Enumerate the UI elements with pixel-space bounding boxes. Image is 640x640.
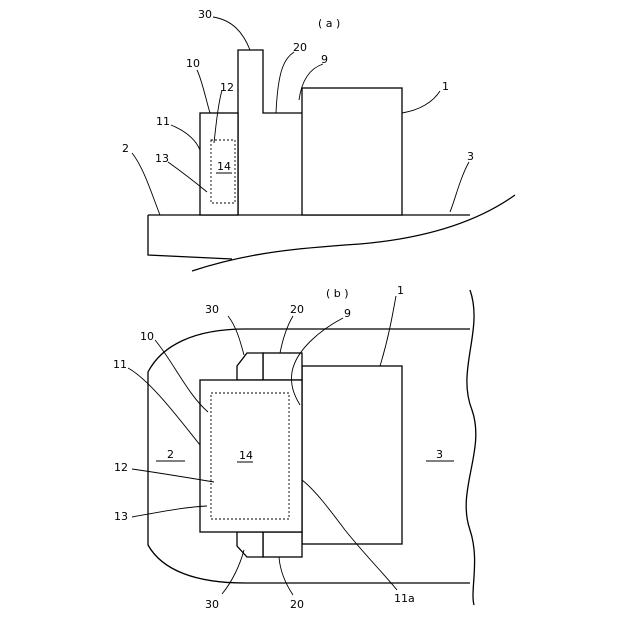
member-30-top — [237, 353, 263, 380]
label-13: 13 — [155, 152, 169, 165]
label-30-top: 30 — [205, 303, 219, 316]
leader-13 — [132, 506, 207, 517]
label-11a: 11a — [394, 592, 415, 605]
label-3: 3 — [467, 150, 474, 163]
leader-20-bottom — [279, 557, 293, 595]
label-20: 20 — [293, 41, 307, 54]
label-12: 12 — [114, 461, 128, 474]
base-plate — [148, 215, 232, 259]
label-12: 12 — [220, 81, 234, 94]
leader-11 — [128, 368, 200, 445]
label-2: 2 — [167, 448, 174, 461]
label-9: 9 — [321, 53, 328, 66]
member-20-top — [263, 353, 302, 380]
member-20-bottom — [263, 532, 302, 557]
leader-1 — [380, 296, 396, 366]
label-1: 1 — [442, 80, 449, 93]
figure-b-plan-view: ( b ) 30 20 1 9 10 11 2 — [113, 284, 476, 611]
leader-10 — [197, 70, 210, 113]
figure-a-side-view: ( a ) 30 20 9 10 12 1 11 2 3 13 14 — [122, 8, 515, 271]
label-3: 3 — [436, 448, 443, 461]
label-11: 11 — [156, 115, 170, 128]
label-10: 10 — [186, 57, 200, 70]
label-11: 11 — [113, 358, 127, 371]
label-2: 2 — [122, 142, 129, 155]
label-9: 9 — [344, 307, 351, 320]
label-14: 14 — [217, 160, 231, 173]
member-30-bottom — [237, 532, 263, 557]
label-30: 30 — [198, 8, 212, 21]
leader-20-top — [280, 316, 293, 353]
leader-1 — [402, 91, 440, 113]
leader-30 — [213, 17, 250, 50]
leader-11 — [171, 125, 200, 150]
label-1: 1 — [397, 284, 404, 297]
label-30-bottom: 30 — [205, 598, 219, 611]
label-14: 14 — [239, 449, 253, 462]
label-20-top: 20 — [290, 303, 304, 316]
figure-a-caption: ( a ) — [318, 17, 340, 30]
leader-3 — [450, 162, 469, 212]
leader-30-top — [228, 316, 244, 355]
figure-b-caption: ( b ) — [326, 287, 349, 300]
label-10: 10 — [140, 330, 154, 343]
break-line — [466, 290, 476, 605]
component-1 — [302, 366, 402, 544]
member-20-30-profile — [238, 50, 302, 215]
component-1 — [302, 88, 402, 215]
leader-30-bottom — [222, 550, 244, 594]
label-20-bottom: 20 — [290, 598, 304, 611]
label-13: 13 — [114, 510, 128, 523]
leader-20 — [276, 52, 294, 113]
